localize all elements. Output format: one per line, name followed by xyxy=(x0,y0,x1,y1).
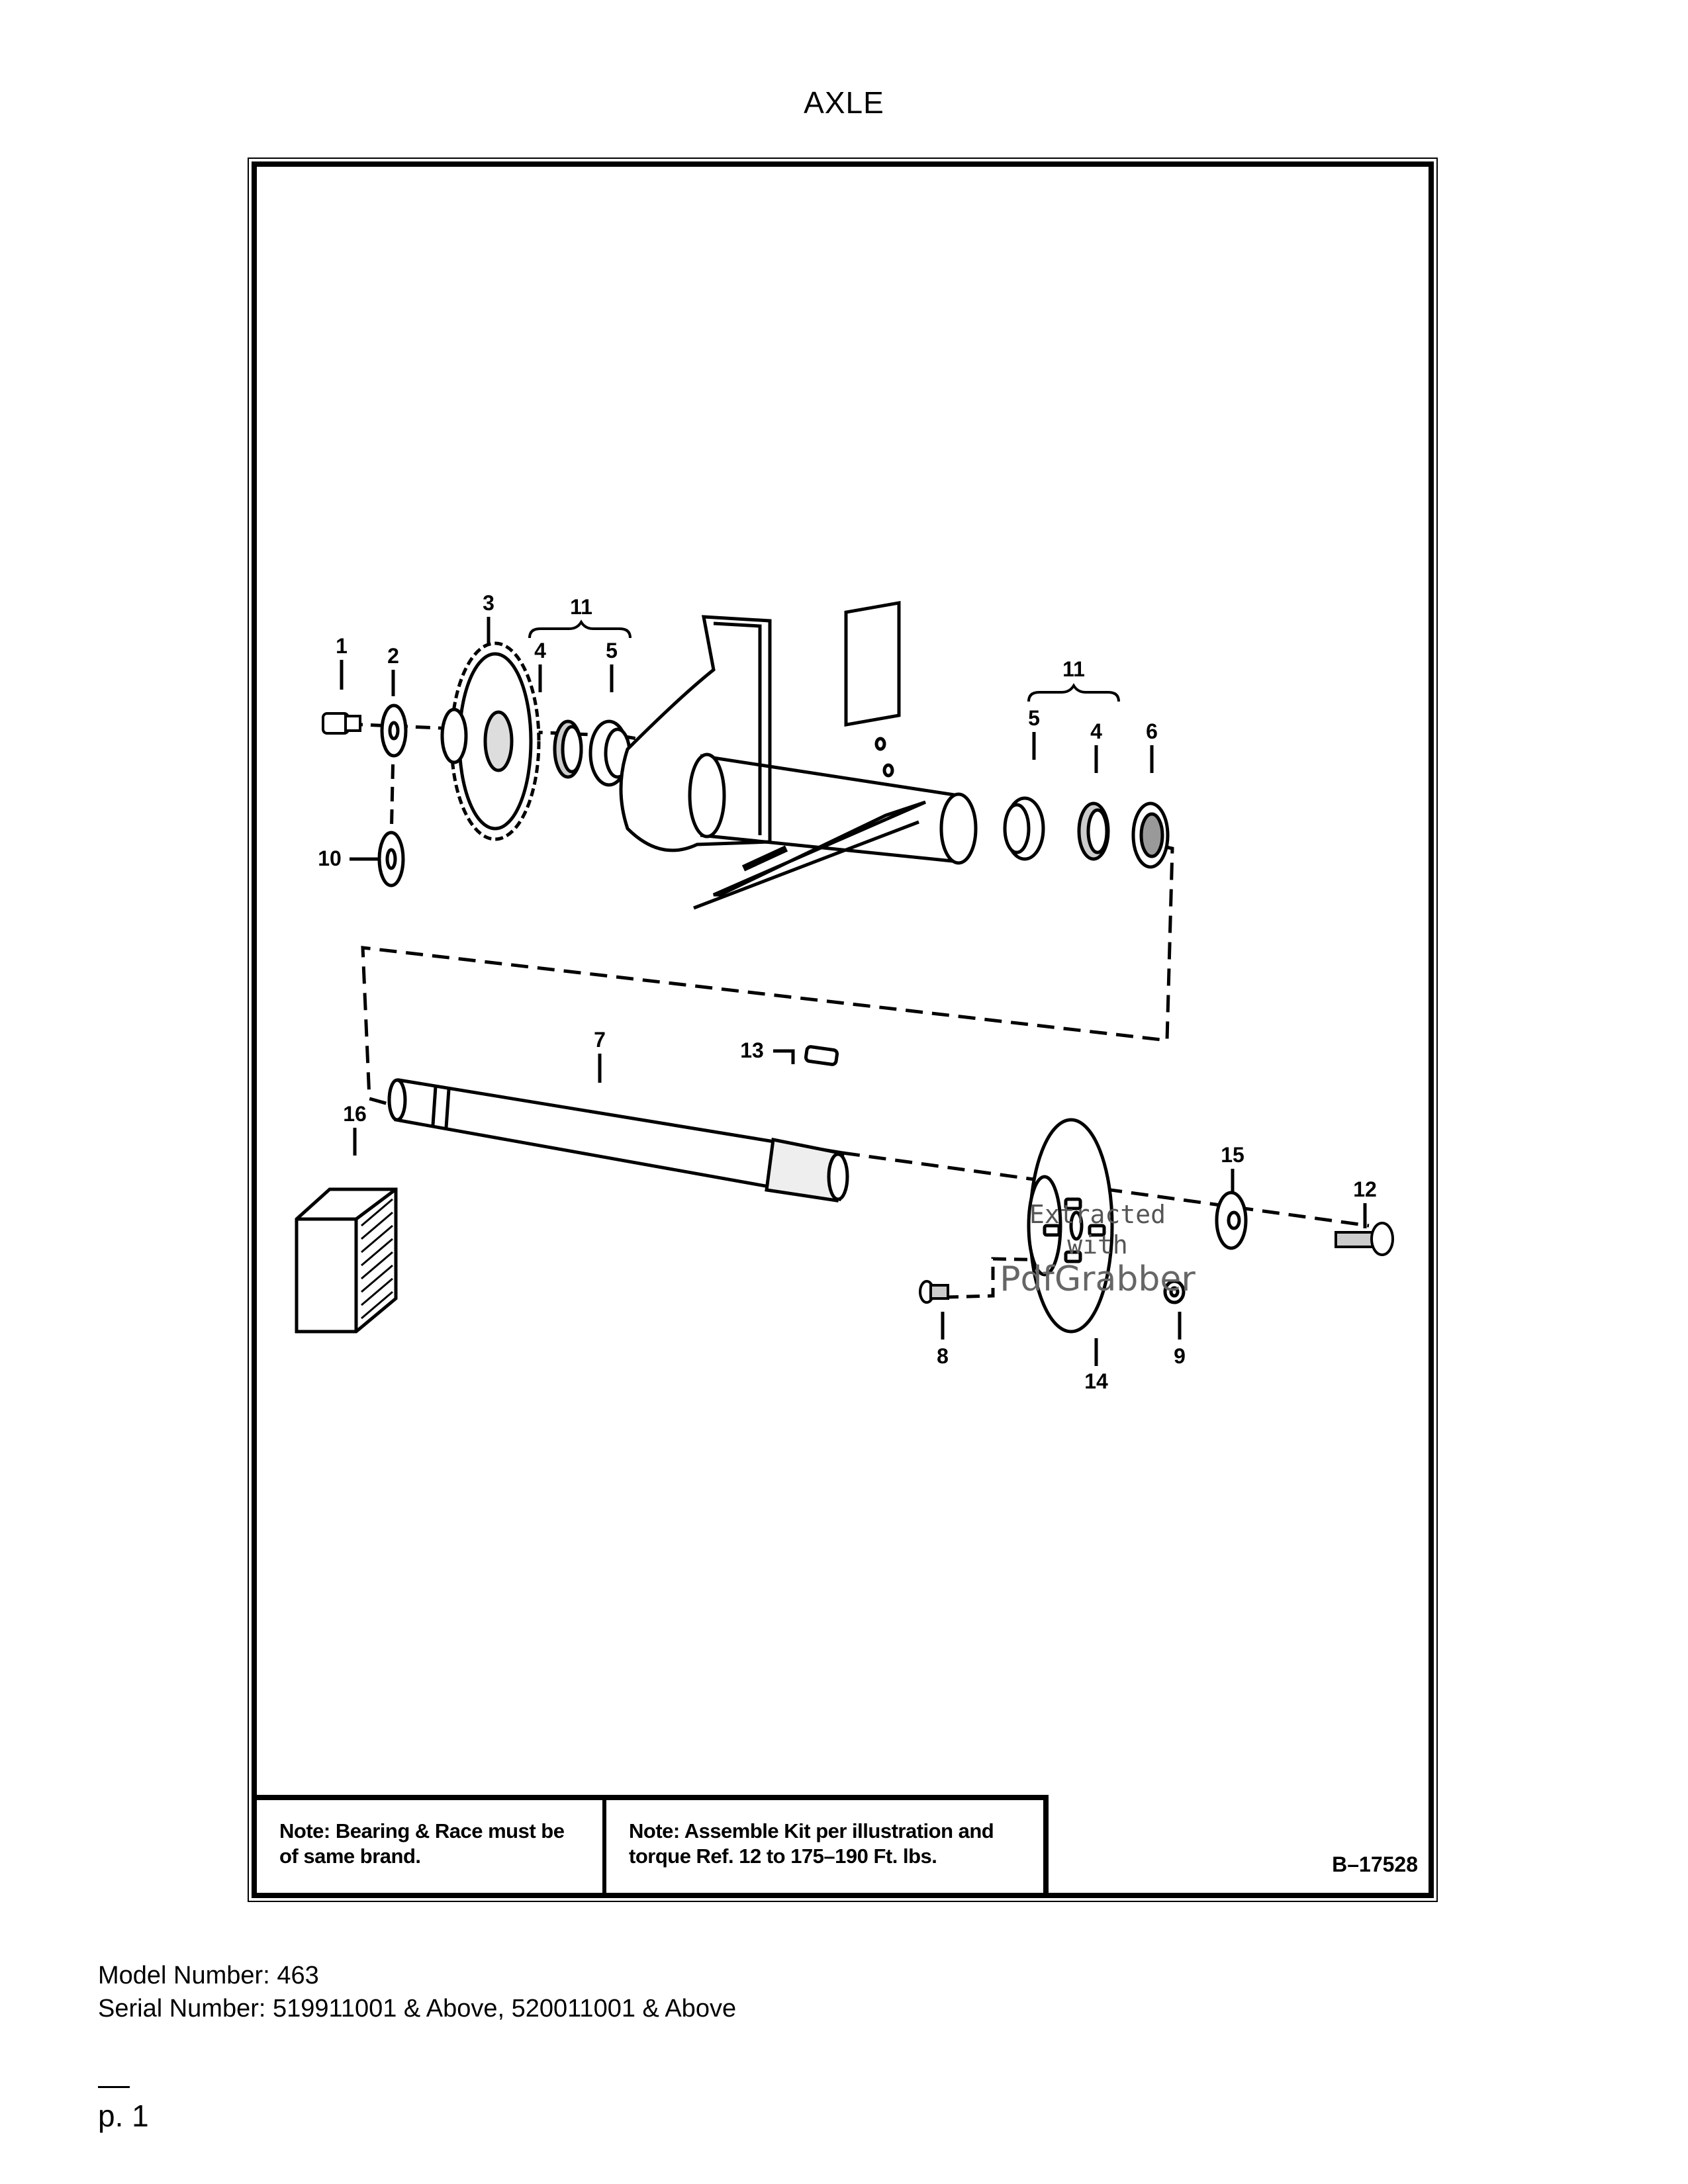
brace-11-right xyxy=(1027,683,1120,702)
seal-6 xyxy=(1131,801,1170,869)
callout-5: 5 xyxy=(1028,706,1040,730)
callout-6: 6 xyxy=(1146,719,1158,743)
leader-lines xyxy=(340,617,1367,1366)
callout-7: 7 xyxy=(594,1028,606,1052)
page-number: p. 1 xyxy=(98,2099,149,2133)
callout-10: 10 xyxy=(318,846,342,870)
callout-15: 15 xyxy=(1221,1143,1244,1167)
model-number: Model Number: 463 xyxy=(98,1962,319,1989)
note-assemble-kit: Note: Assemble Kit per illustration and … xyxy=(606,1800,1043,1893)
shaft-7 xyxy=(387,1078,849,1203)
washer-2 xyxy=(380,704,408,758)
notes-row: Note: Bearing & Race must be of same bra… xyxy=(257,1795,1049,1893)
callout-14: 14 xyxy=(1084,1369,1108,1393)
note-2-lead: Note: xyxy=(629,1819,680,1843)
callout-16: 16 xyxy=(343,1102,367,1126)
pdfgrabber-watermark: Extracted with PdfGrabber xyxy=(978,1199,1217,1298)
callout-4: 4 xyxy=(534,639,546,662)
callout-13: 13 xyxy=(740,1038,764,1062)
bearing-4-right xyxy=(1077,801,1110,861)
footer-rule xyxy=(98,2086,130,2088)
axle-housing xyxy=(619,601,978,910)
callout-4: 4 xyxy=(1090,719,1102,743)
bearing-4-left xyxy=(553,719,583,779)
washer-15 xyxy=(1215,1191,1248,1250)
washer-link-dashed xyxy=(389,719,396,842)
callout-5: 5 xyxy=(606,639,618,662)
hub-14 xyxy=(1027,1118,1114,1334)
model-info: Model Number: 463 Serial Number: 5199110… xyxy=(98,1959,736,2025)
stud-8 xyxy=(919,1280,949,1304)
callout-2: 2 xyxy=(387,644,399,668)
figure-code: B–17528 xyxy=(1332,1852,1418,1876)
callout-9: 9 xyxy=(1174,1344,1186,1368)
note-1-text: Bearing & Race must be of same brand. xyxy=(279,1819,565,1868)
note-1-lead: Note: xyxy=(279,1819,330,1843)
page-title: AXLE xyxy=(804,85,884,120)
brace-11-left xyxy=(528,619,632,639)
callout-1: 1 xyxy=(336,634,348,658)
nut-9 xyxy=(1163,1279,1186,1304)
bolt-1 xyxy=(322,712,361,735)
kit-box-16 xyxy=(295,1187,398,1334)
callout-3: 3 xyxy=(483,591,494,615)
callout-11: 11 xyxy=(570,595,592,619)
race-5-right xyxy=(1003,796,1045,861)
watermark-brand: PdfGrabber xyxy=(1000,1259,1196,1299)
callout-11: 11 xyxy=(1062,657,1085,681)
bolt-12 xyxy=(1335,1222,1394,1256)
watermark-line-2: with xyxy=(1067,1230,1128,1259)
callout-8: 8 xyxy=(937,1344,949,1368)
note-2-text: Assemble Kit per illustration and torque… xyxy=(629,1819,994,1868)
key-13 xyxy=(804,1045,839,1066)
serial-number: Serial Number: 519911001 & Above, 520011… xyxy=(98,1995,737,2023)
diagram-frame-outer xyxy=(248,158,1438,1902)
stud-link-dashed xyxy=(945,1257,1052,1299)
note-bearing-race: Note: Bearing & Race must be of same bra… xyxy=(257,1800,606,1893)
callout-12: 12 xyxy=(1353,1177,1377,1201)
watermark-line-1: Extracted xyxy=(1029,1200,1166,1229)
washer-10 xyxy=(377,831,405,887)
sprocket-3 xyxy=(440,641,541,841)
assembly-path-dashed xyxy=(361,844,1174,1110)
